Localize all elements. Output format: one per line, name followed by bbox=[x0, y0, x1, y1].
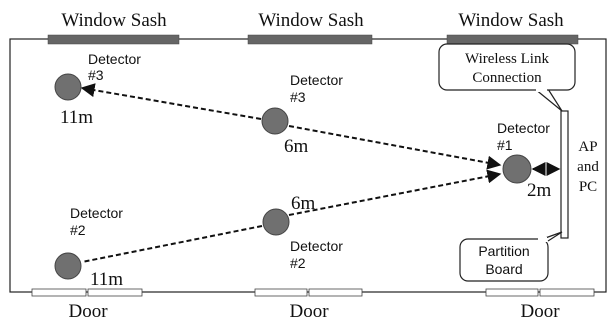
detector-1-number: #1 bbox=[497, 137, 513, 153]
wireless-callout-line1: Wireless Link bbox=[465, 51, 549, 67]
detector-3-near-label: Detector bbox=[290, 72, 343, 88]
distance-6m-bottom: 6m bbox=[291, 193, 316, 214]
partition-callout bbox=[459, 238, 549, 282]
wireless-callout-pointer bbox=[534, 88, 563, 112]
detector-2-far bbox=[54, 252, 82, 280]
ap-label-line2: and bbox=[577, 159, 599, 175]
wireless-callout bbox=[438, 43, 576, 91]
detector-3-near-number: #3 bbox=[290, 89, 306, 105]
detector-1 bbox=[502, 154, 532, 184]
link-center-to-far-top bbox=[80, 83, 262, 120]
window-sash-right bbox=[446, 34, 579, 45]
wireless-callout-line2: Connection bbox=[472, 70, 542, 86]
detector-3-near bbox=[261, 107, 289, 135]
ap-label-line3: PC bbox=[579, 179, 597, 195]
distance-11m-top: 11m bbox=[60, 107, 93, 128]
partition-callout-line2: Board bbox=[485, 261, 522, 277]
detector-3-far bbox=[54, 73, 82, 101]
door-label-middle: Door bbox=[289, 301, 329, 320]
door-left bbox=[31, 288, 143, 297]
detector-3-far-label: Detector bbox=[88, 51, 141, 67]
distance-2m: 2m bbox=[527, 180, 552, 201]
partition-callout-line1: Partition bbox=[478, 243, 529, 259]
door-label-right: Door bbox=[520, 301, 560, 320]
distance-11m-bottom: 11m bbox=[90, 269, 123, 290]
detector-1-label: Detector bbox=[497, 120, 550, 136]
ap-label-line1: AP bbox=[578, 139, 597, 155]
link-center-to-ap-top bbox=[288, 125, 502, 170]
door-middle bbox=[254, 288, 363, 297]
window-sash-label-left: Window Sash bbox=[61, 10, 167, 31]
detector-2-far-number: #2 bbox=[70, 222, 86, 238]
detector-3-far-number: #3 bbox=[88, 67, 104, 83]
link-center-to-far-bottom bbox=[81, 225, 263, 263]
door-right bbox=[485, 288, 595, 297]
window-sash-label-right: Window Sash bbox=[458, 10, 564, 31]
window-sash-left bbox=[47, 34, 180, 45]
link-center-to-ap-bottom bbox=[288, 169, 502, 216]
distance-6m-top: 6m bbox=[284, 136, 309, 157]
door-label-left: Door bbox=[68, 301, 108, 320]
window-sash-middle bbox=[247, 34, 373, 45]
partition-board bbox=[560, 110, 569, 239]
window-sash-label-middle: Window Sash bbox=[258, 10, 364, 31]
detector-2-near-label: Detector bbox=[290, 238, 343, 254]
detector-2-near bbox=[262, 208, 290, 236]
detector-2-far-label: Detector bbox=[70, 205, 123, 221]
detector-2-near-number: #2 bbox=[290, 255, 306, 271]
